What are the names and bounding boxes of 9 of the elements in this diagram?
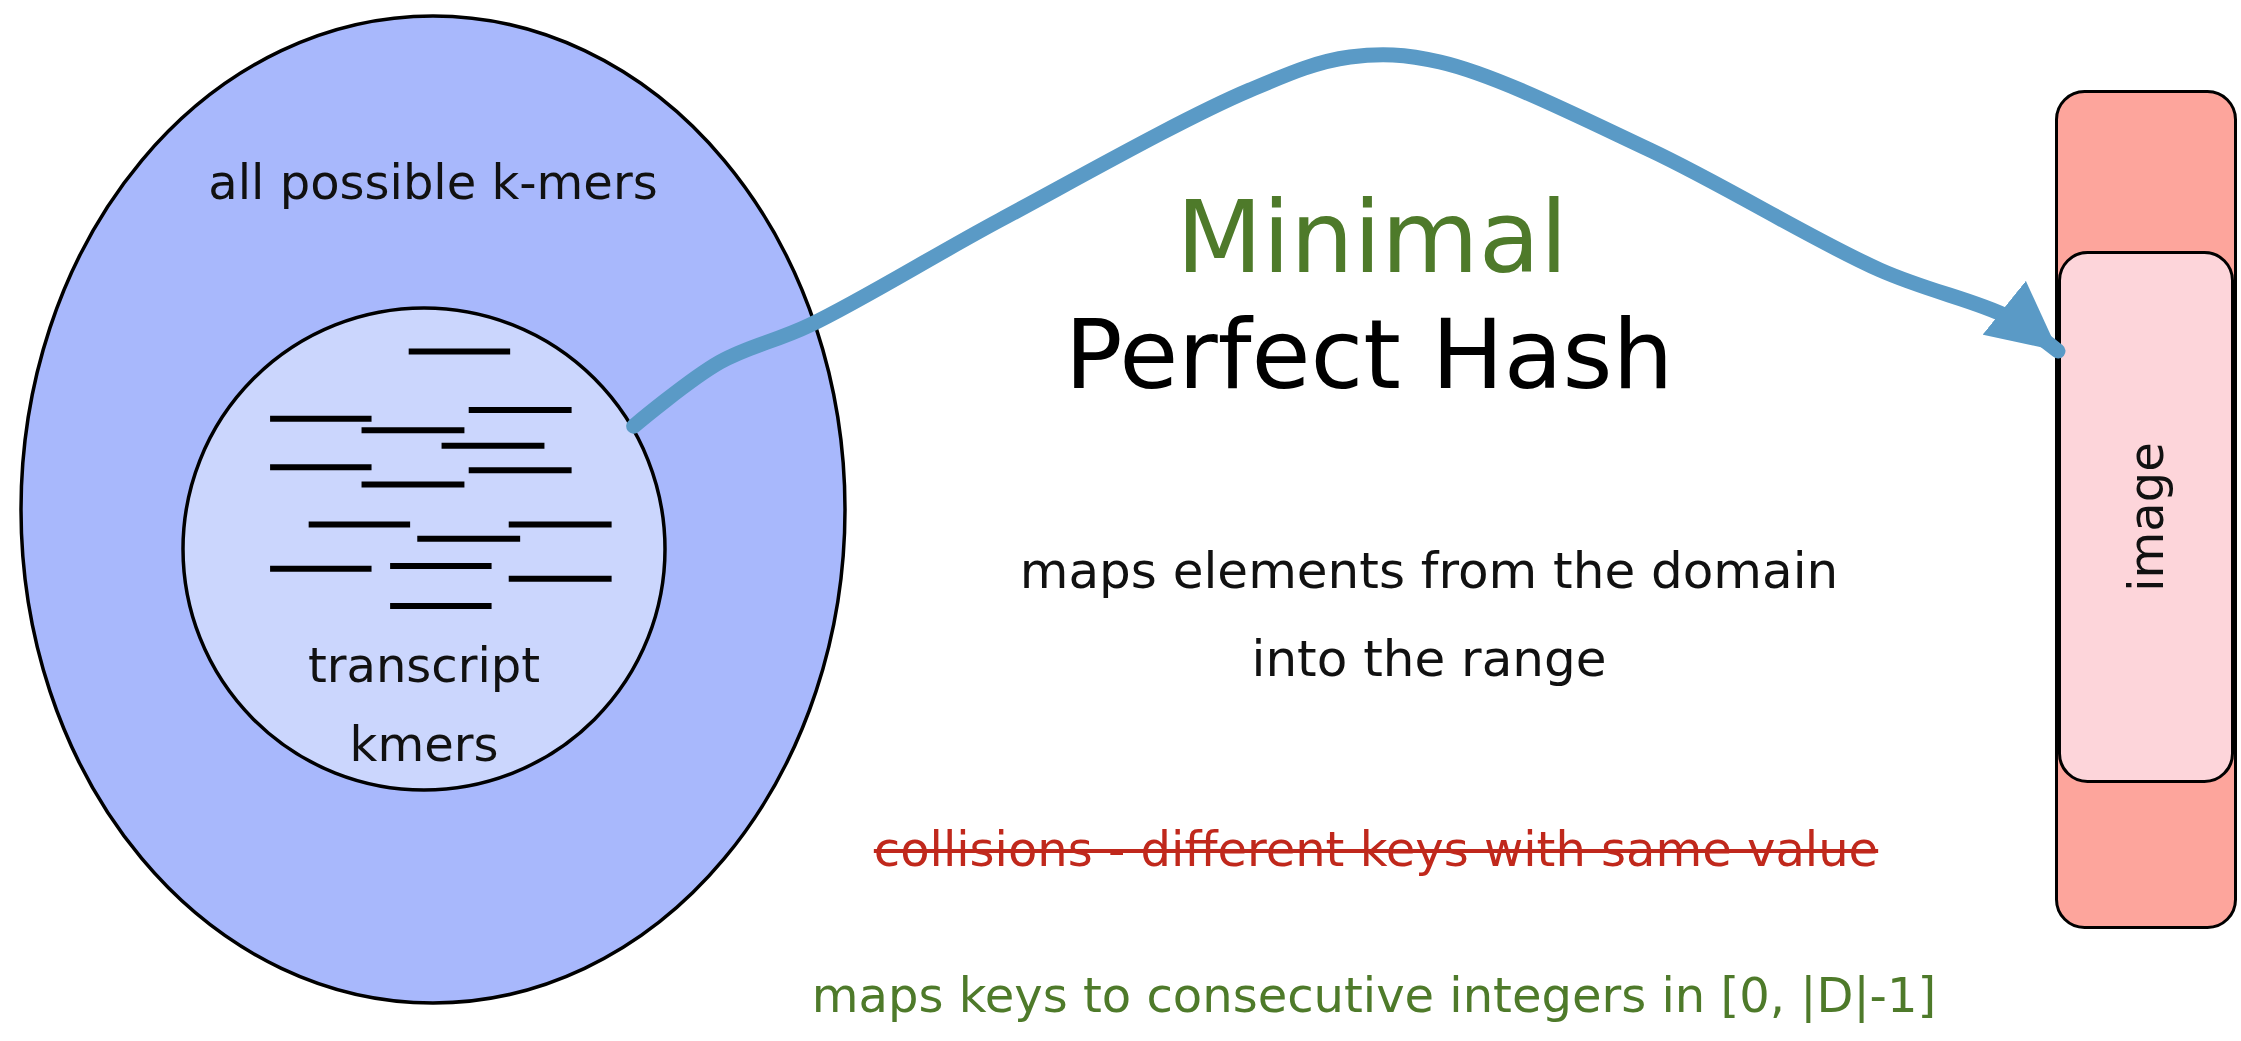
struck-note: collisions - different keys with same value: [873, 822, 1879, 878]
heading-text: Perfect Hash: [1064, 300, 1674, 411]
node-label: image: [2118, 442, 2174, 592]
arrow: [626, 47, 2066, 434]
node-label: transcript kmers: [306, 636, 542, 775]
node-label: all possible k-mers: [207, 154, 659, 212]
note-text: maps keys to consecutive integers in [0, |D|-1]: [811, 968, 1937, 1024]
heading-text: Minimal: [1176, 180, 1568, 295]
description-text: maps elements from the domain into the range: [1018, 541, 1840, 690]
